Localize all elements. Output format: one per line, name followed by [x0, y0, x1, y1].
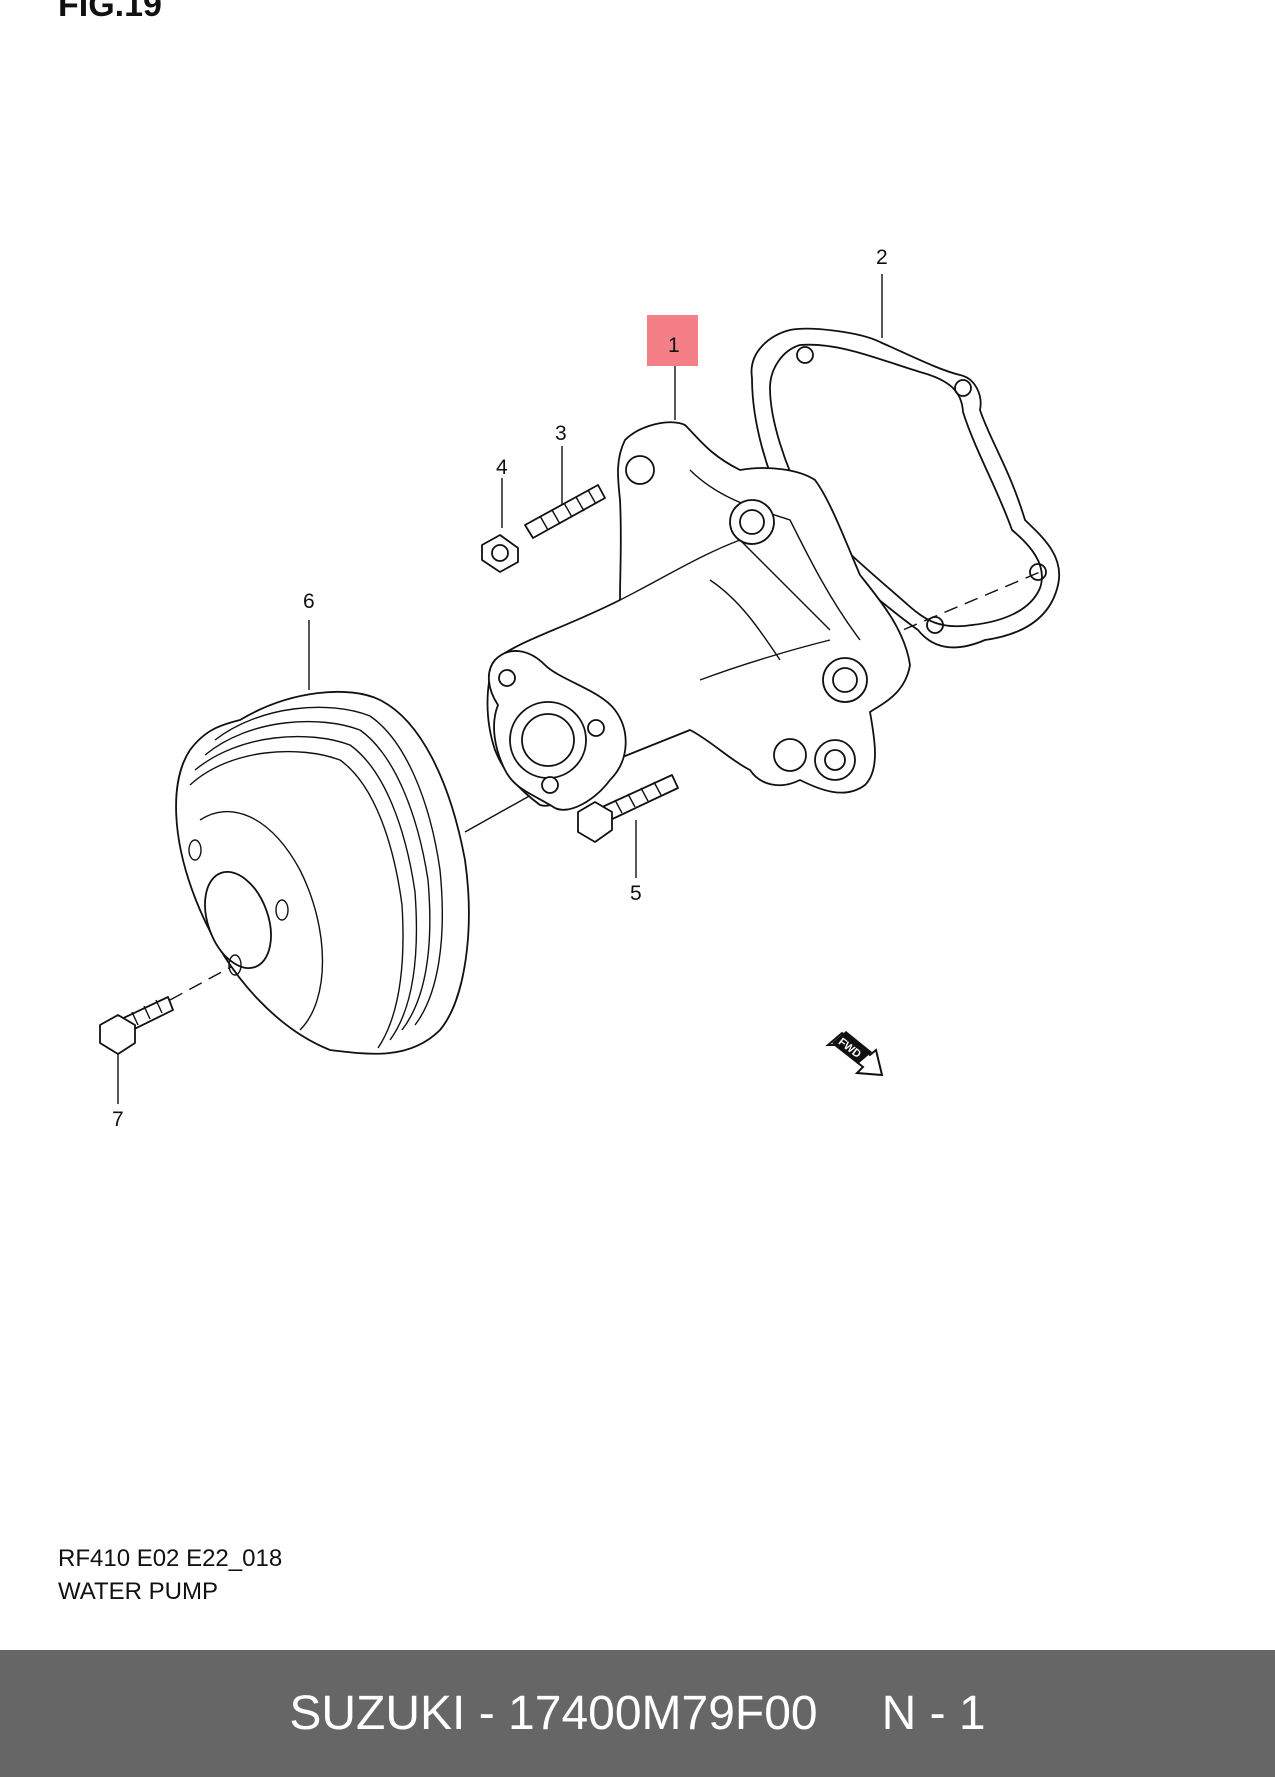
diagram-code: RF410 E02 E22_018: [58, 1545, 283, 1572]
pulley: [175, 690, 470, 1055]
callout-5[interactable]: 5: [630, 882, 642, 905]
diagram-name: WATER PUMP: [58, 1578, 218, 1605]
callout-1-highlight: [647, 315, 698, 366]
footer-position: N - 1: [881, 1687, 986, 1740]
callout-1[interactable]: 1: [668, 334, 680, 357]
figure-number: FIG.19: [58, 0, 162, 24]
water-pump-exploded-diagram: FWD 1 2 3 4 5 6 7: [99, 246, 1061, 1131]
pump-bolt: [577, 774, 679, 843]
callout-4[interactable]: 4: [496, 456, 508, 479]
footer-bar: SUZUKI - 17400M79F00 N - 1: [0, 1650, 1275, 1777]
callout-7[interactable]: 7: [112, 1108, 124, 1131]
callout-2[interactable]: 2: [876, 246, 888, 269]
callout-3[interactable]: 3: [555, 422, 567, 445]
pulley-bolt: [99, 996, 174, 1055]
nut: [481, 534, 519, 573]
fwd-arrow-icon: FWD: [825, 1031, 884, 1077]
callout-6[interactable]: 6: [303, 590, 315, 613]
stud-bolt: [524, 484, 606, 539]
pump-body: [486, 421, 911, 811]
footer-part-number: SUZUKI - 17400M79F00: [289, 1687, 818, 1740]
